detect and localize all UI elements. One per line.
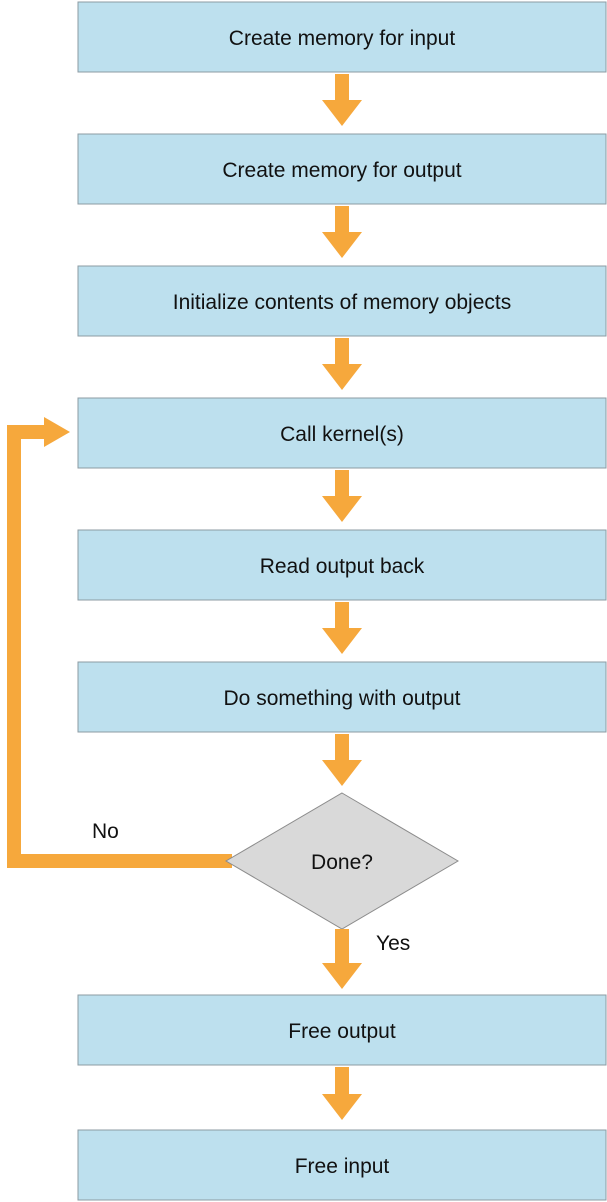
arrow-8 (322, 1067, 362, 1120)
step-initialize-box (77, 265, 607, 337)
step-read-output-box (77, 529, 607, 601)
step-do-something-label: Do something with output (224, 687, 461, 710)
decision-done-label: Done? (311, 851, 373, 874)
step-do-something-box (77, 661, 607, 733)
arrow-2 (322, 206, 362, 258)
step-create-input-label: Create memory for input (229, 27, 456, 50)
arrow-4 (322, 470, 362, 522)
step-free-input-label: Free input (295, 1155, 390, 1178)
no-branch-label: No (92, 820, 119, 843)
arrow-1 (322, 74, 362, 126)
step-initialize-label: Initialize contents of memory objects (173, 291, 511, 314)
arrow-5 (322, 602, 362, 654)
step-free-output-label: Free output (288, 1020, 396, 1043)
step-create-output-box (77, 133, 607, 205)
loop-back-line (7, 425, 232, 868)
step-create-input-box (77, 1, 607, 73)
step-read-output-label: Read output back (260, 555, 425, 578)
yes-branch-label: Yes (376, 932, 410, 955)
step-free-input-box (77, 1129, 607, 1201)
loop-back-arrowhead (44, 417, 70, 447)
arrow-6 (322, 734, 362, 786)
arrow-3 (322, 338, 362, 390)
arrow-7 (322, 929, 362, 989)
step-call-kernel-label: Call kernel(s) (280, 423, 404, 446)
step-call-kernel-box (77, 397, 607, 469)
step-free-output-box (77, 994, 607, 1066)
step-create-output-label: Create memory for output (222, 159, 461, 182)
